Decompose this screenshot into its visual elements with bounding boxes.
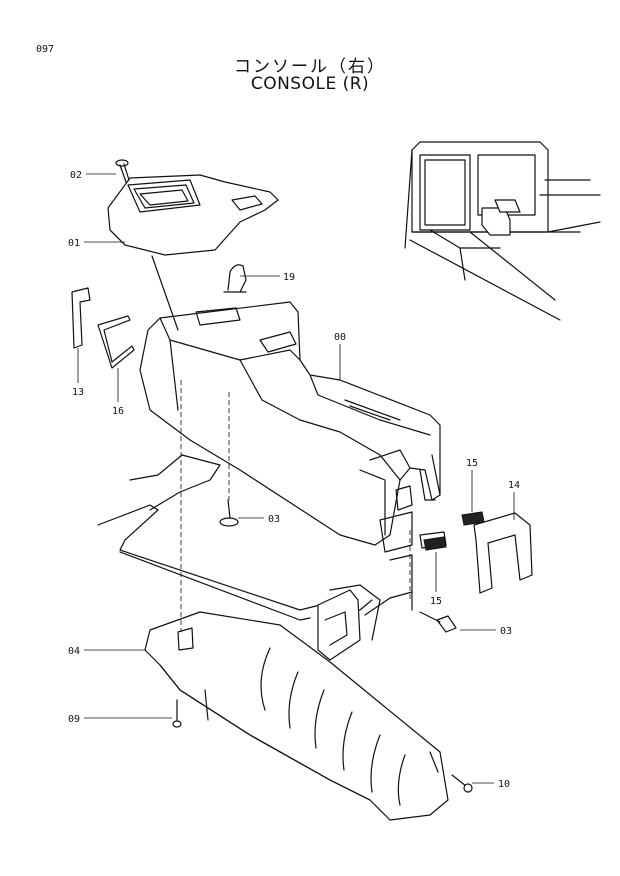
callout-19: 19: [283, 272, 295, 283]
part-09-bolt: [172, 699, 182, 728]
part-01-console-cover: [107, 174, 279, 256]
callout-10: 10: [498, 779, 510, 790]
callout-04: 04: [68, 646, 80, 657]
callout-00: 00: [334, 332, 346, 343]
part-10-bolt: [451, 774, 473, 793]
part-14-u-cover: [473, 512, 533, 594]
part-19-clip: [223, 264, 247, 293]
callout-03a: 03: [268, 514, 280, 525]
title-english: CONSOLE (R): [250, 74, 370, 94]
callout-13: 13: [72, 387, 84, 398]
leader-lines: [77, 173, 515, 784]
title-japanese: コンソール（右）: [234, 57, 386, 77]
part-02-screw: [115, 159, 130, 183]
part-03-bolts: [219, 499, 457, 633]
callout-16: 16: [112, 406, 124, 417]
part-16-seal: [97, 315, 135, 369]
callout-01: 01: [68, 238, 80, 249]
callout-14: 14: [508, 480, 520, 491]
assembly-dashed-lines: [151, 255, 411, 632]
page-number: 097: [36, 44, 55, 55]
part-00-console-body: [139, 301, 441, 546]
callout-15b: 15: [430, 596, 442, 607]
cab-inset-drawing: [404, 141, 601, 321]
part-13-bracket: [71, 287, 91, 349]
callout-02: 02: [70, 170, 82, 181]
part-04-under-tray: [144, 611, 449, 821]
callout-09: 09: [68, 714, 80, 725]
callout-15a: 15: [466, 458, 478, 469]
callout-03b: 03: [500, 626, 512, 637]
